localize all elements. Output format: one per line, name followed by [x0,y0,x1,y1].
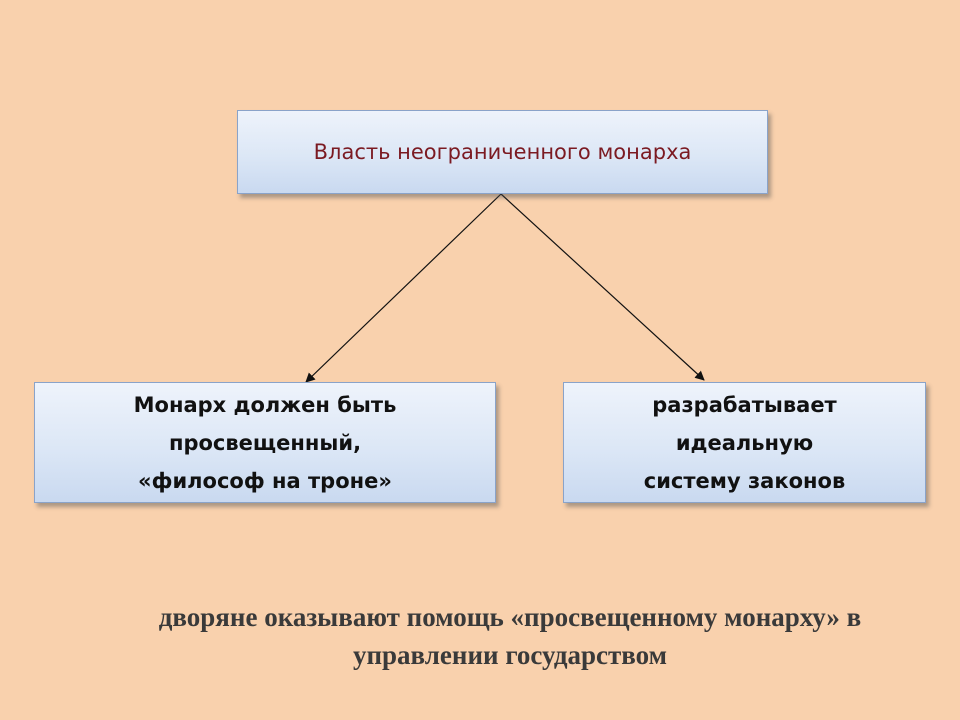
footer-caption: дворяне оказывают помощь «просвещенному … [60,598,960,674]
root-node-label: Власть неограниченного монарха [313,140,692,164]
footer-line: управлении государством [352,640,668,670]
left-node-line: «философ на троне» [138,468,392,493]
footer-line: дворяне оказывают помощь «просвещенному … [158,602,862,632]
left-node-line: Монарх должен быть [133,392,397,417]
left-node-text: Монарх должен быть просвещенный, «филосо… [134,386,397,500]
right-node-line: разрабатывает [652,392,837,417]
right-node-line: системy законов [643,468,846,493]
arrow-to-right-box [500,193,705,381]
right-node-box: разрабатывает идеальную системy законов [563,382,926,503]
right-node-line: идеальную [675,430,814,455]
arrow-to-left-box [305,193,502,383]
left-node-line: просвещенный, [168,430,362,455]
root-node-box: Власть неограниченного монарха [237,110,768,194]
right-node-text: разрабатывает идеальную системy законов [644,386,845,500]
left-node-box: Монарх должен быть просвещенный, «филосо… [34,382,496,503]
